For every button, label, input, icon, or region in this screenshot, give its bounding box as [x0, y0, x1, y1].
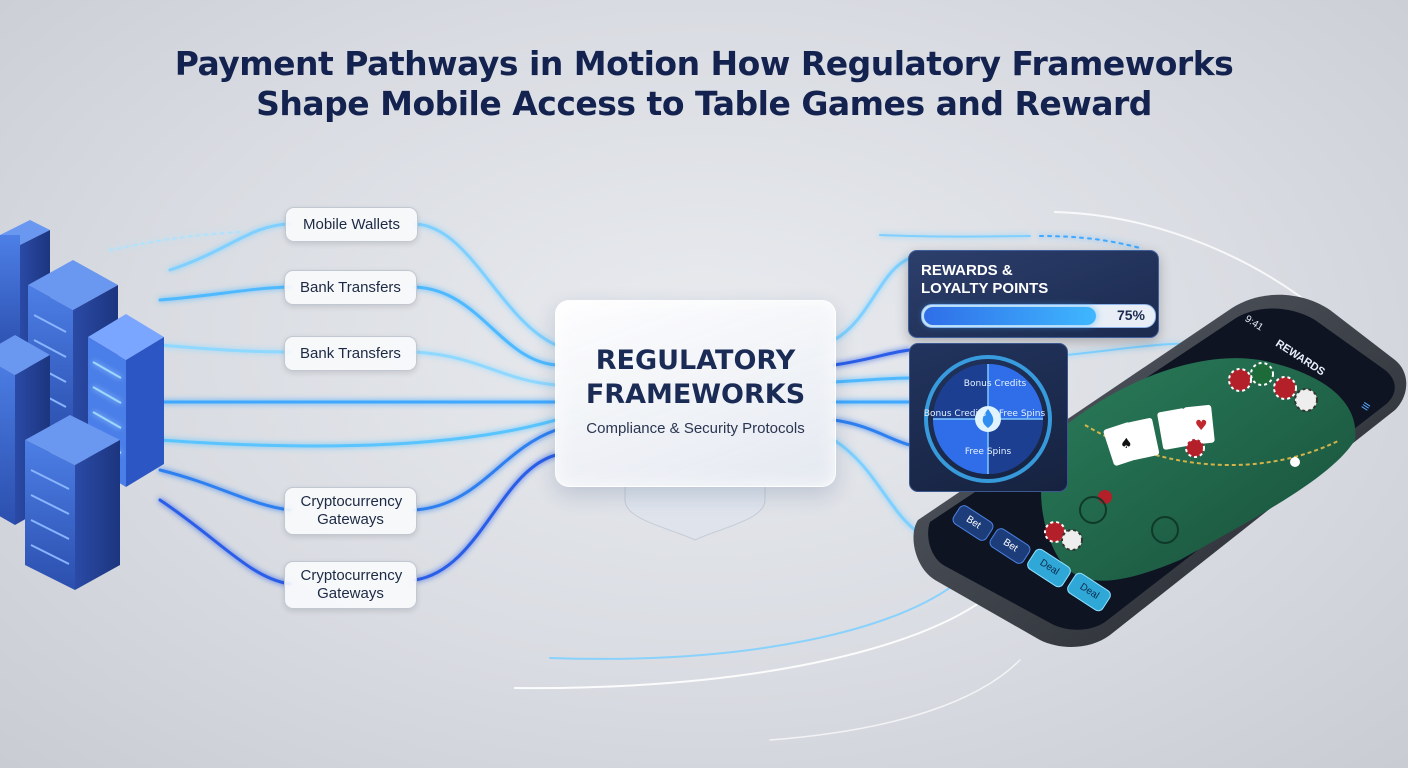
page-title-line-1: Payment Pathways in Motion How Regulator…: [174, 44, 1234, 83]
regulatory-title-line-1: REGULATORY: [595, 345, 796, 376]
casino-chips: [1044, 362, 1318, 551]
droplet-icon: [982, 409, 994, 428]
page-title-line-2: Shape Mobile Access to Table Games and R…: [256, 84, 1152, 123]
rewards-loyalty-panel: REWARDS & LOYALTY POINTS 75%: [908, 250, 1159, 338]
payment-method-bank-transfers: Bank Transfers: [284, 270, 417, 305]
wheel-segment-label: Free Spins: [999, 409, 1046, 419]
table-felt: [1041, 358, 1356, 581]
payment-method-crypto-gateways: Cryptocurrency Gateways: [284, 487, 417, 535]
rewards-title-line-1: REWARDS &: [921, 262, 1013, 279]
regulatory-title-line-2: FRAMEWORKS: [585, 379, 806, 410]
regulatory-frameworks-box: REGULATORY FRAMEWORKS Compliance & Secur…: [555, 300, 836, 487]
rewards-progress-fill: [924, 307, 1096, 325]
reward-wheel-panel: Bonus Credits Free Spins Free Spins Bonu…: [909, 343, 1068, 492]
server-rack: [25, 415, 120, 590]
reward-wheel: Bonus Credits Free Spins Free Spins Bonu…: [924, 355, 1052, 483]
payment-method-label: Bank Transfers: [300, 278, 401, 296]
payment-method-bank-transfers-2: Bank Transfers: [284, 336, 417, 371]
payment-method-label: Bank Transfers: [300, 344, 401, 362]
payment-method-crypto-gateways-2: Cryptocurrency Gateways: [284, 561, 417, 609]
regulatory-subtitle: Compliance & Security Protocols: [586, 420, 805, 437]
playing-cards: ♥ ♠: [1103, 404, 1215, 466]
regulatory-title: REGULATORY FRAMEWORKS: [556, 344, 835, 412]
shield-icon: [624, 483, 766, 541]
wheel-segment-label: Free Spins: [965, 447, 1012, 457]
server-racks: [0, 220, 164, 590]
payment-method-label: Mobile Wallets: [303, 215, 400, 233]
wheel-segment-label: Bonus Credits: [964, 379, 1027, 389]
payment-method-label: Cryptocurrency Gateways: [300, 493, 403, 528]
payment-flow-lines: [109, 222, 558, 586]
svg-text:♥: ♥: [1195, 418, 1208, 434]
payment-method-label: Cryptocurrency Gateways: [300, 567, 403, 602]
rewards-progress-bar: 75%: [921, 304, 1156, 328]
wheel-segment-label: Bonus Credits: [924, 409, 987, 419]
payment-method-mobile-wallets: Mobile Wallets: [285, 207, 418, 242]
rewards-title: REWARDS & LOYALTY POINTS: [921, 262, 1101, 298]
svg-text:♠: ♠: [1120, 436, 1133, 452]
rewards-progress-label: 75%: [1116, 307, 1145, 323]
rewards-title-line-2: LOYALTY POINTS: [921, 280, 1049, 297]
